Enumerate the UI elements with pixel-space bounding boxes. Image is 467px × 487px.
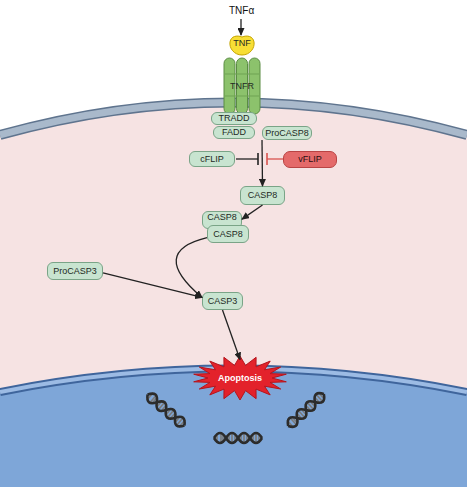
pathway-arrow: [261, 140, 263, 186]
cytoplasm: [0, 103, 467, 487]
protein-box: FADD: [213, 126, 255, 139]
inhibitor-box: cFLIP: [189, 151, 235, 167]
node-label: TNF: [233, 38, 251, 49]
receptor-band: [225, 96, 259, 97]
node-label: TRADD: [219, 113, 250, 124]
ligand-arrow: [240, 19, 241, 35]
node-label: Apoptosis: [218, 373, 262, 384]
dna-helix: [144, 390, 188, 430]
node-label: vFLIP: [298, 154, 322, 165]
receptor-band: [225, 74, 259, 75]
receptor-shape: TNFR: [221, 56, 263, 116]
viral-inhibitor-box: vFLIP: [283, 151, 337, 168]
inhibition-line: [236, 158, 258, 159]
dimer-box: CASP8: [207, 225, 249, 243]
node-label: FADD: [222, 127, 246, 138]
node-label: CASP3: [208, 296, 238, 307]
node-label: cFLIP: [200, 154, 224, 165]
ligand-shape: TNF: [228, 34, 256, 56]
protein-box: ProCASP8: [262, 126, 312, 140]
node-label: TNFR: [230, 81, 254, 92]
inhibition-line: [267, 158, 283, 159]
node-label: CASP8: [248, 190, 278, 201]
node-label: ProCASP3: [53, 266, 97, 277]
protein-box: TRADD: [211, 112, 257, 125]
ligand-outline: [230, 36, 254, 55]
ligand-label: TNFα: [229, 5, 254, 17]
dna-helix: [284, 389, 328, 430]
dna-helix: [214, 432, 262, 444]
inhibition-bar: [257, 153, 259, 165]
pathway-arrow: [103, 273, 202, 298]
apoptosis-burst: Apoptosis: [193, 356, 287, 400]
protein-box: ProCASP3: [47, 262, 103, 280]
protein-box: CASP3: [202, 292, 243, 310]
pathway-arrow: [223, 310, 241, 360]
pathway-arrow: [176, 238, 207, 298]
node-label: CASP8: [207, 212, 237, 223]
protein-box: CASP8: [240, 186, 285, 205]
node-label: ProCASP8: [265, 128, 309, 139]
pathway-arrow: [242, 205, 263, 219]
burst-outline: [194, 356, 287, 400]
node-label: CASP8: [213, 229, 243, 240]
inhibition-bar: [266, 153, 268, 165]
